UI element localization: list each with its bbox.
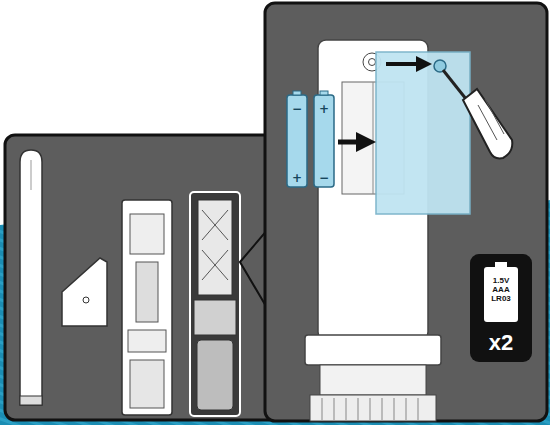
polarity-mark: − [319, 172, 329, 184]
detail-panel-part [373, 82, 374, 194]
parts-panel-part [5, 135, 277, 420]
parts-panel-part [62, 258, 107, 326]
parts-panel-part [128, 330, 166, 352]
parts-panel-part [83, 297, 89, 303]
detail-panel-part [322, 398, 418, 420]
parts-panel-part [130, 214, 164, 254]
parts-panel-part [197, 340, 233, 410]
battery-count-card: x2 1.5V AAA LR03 [470, 254, 532, 362]
parts-panel-part [136, 262, 158, 322]
polarity-mark: + [319, 103, 329, 115]
parts-panel-part [130, 360, 164, 408]
polarity-mark: − [292, 103, 302, 115]
battery-icon: 1.5V AAA LR03 [484, 262, 518, 322]
detail-panel [240, 3, 547, 421]
detail-panel-part [305, 335, 441, 365]
parts-panel-part [20, 150, 42, 405]
parts-panel-part [122, 200, 172, 415]
detail-panel-part [369, 59, 376, 66]
parts-panel-part [202, 210, 228, 280]
quantity-label: x2 [470, 332, 532, 354]
parts-panel-part [20, 396, 42, 405]
parts-panel-part [31, 160, 32, 190]
detail-panel-part [293, 91, 301, 95]
parts-panel-part [194, 300, 236, 335]
detail-panel-part [338, 140, 366, 145]
polarity-mark: + [292, 172, 302, 184]
parts-panel-part [198, 200, 232, 295]
detail-panel-part [478, 99, 504, 140]
detail-panel-part [320, 91, 328, 95]
detail-panel-part [386, 62, 424, 66]
parts-panel [5, 135, 277, 420]
detail-panel-part [314, 95, 334, 187]
detail-panel-part [287, 95, 307, 187]
detail-panel-part [310, 395, 436, 421]
battery-spec: 1.5V AAA LR03 [491, 262, 511, 304]
detail-panel-part [376, 52, 470, 214]
parts-panel-part [190, 192, 240, 416]
detail-panel-part [463, 89, 512, 158]
detail-panel-part [265, 3, 547, 421]
detail-panel-part [320, 365, 426, 395]
